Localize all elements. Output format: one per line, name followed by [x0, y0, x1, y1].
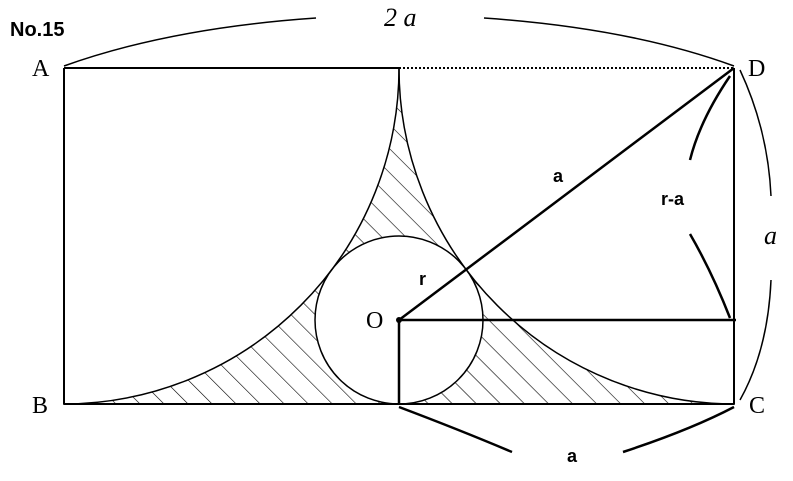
point-a-label: A: [32, 56, 50, 82]
top-brace-left: [63, 17, 317, 67]
point-o-label: O: [366, 308, 383, 334]
top-width-label: 2 a: [384, 3, 417, 32]
radius-label: r: [419, 269, 426, 289]
right-quarter-arc: [398, 67, 736, 405]
problem-number: No.15: [10, 19, 64, 41]
right-brace-bottom: [739, 279, 772, 401]
ra-brace-top: [688, 75, 732, 161]
segment-od-label: a: [553, 166, 564, 186]
bottom-width-label: a: [567, 446, 578, 466]
point-d-label: D: [748, 56, 765, 82]
right-brace-top: [739, 69, 772, 197]
point-o-dot: [396, 317, 402, 323]
point-c-label: C: [749, 393, 765, 419]
bottom-brace-left: [398, 405, 513, 454]
right-height-label: a: [764, 221, 777, 250]
left-quarter-arc: [62, 67, 400, 405]
r-minus-a-label: r-a: [661, 189, 685, 209]
point-b-label: B: [32, 393, 48, 419]
segment-od: [398, 67, 735, 321]
bottom-brace-right: [622, 405, 735, 454]
ra-brace-bottom: [688, 233, 732, 319]
top-brace-right: [483, 17, 735, 67]
